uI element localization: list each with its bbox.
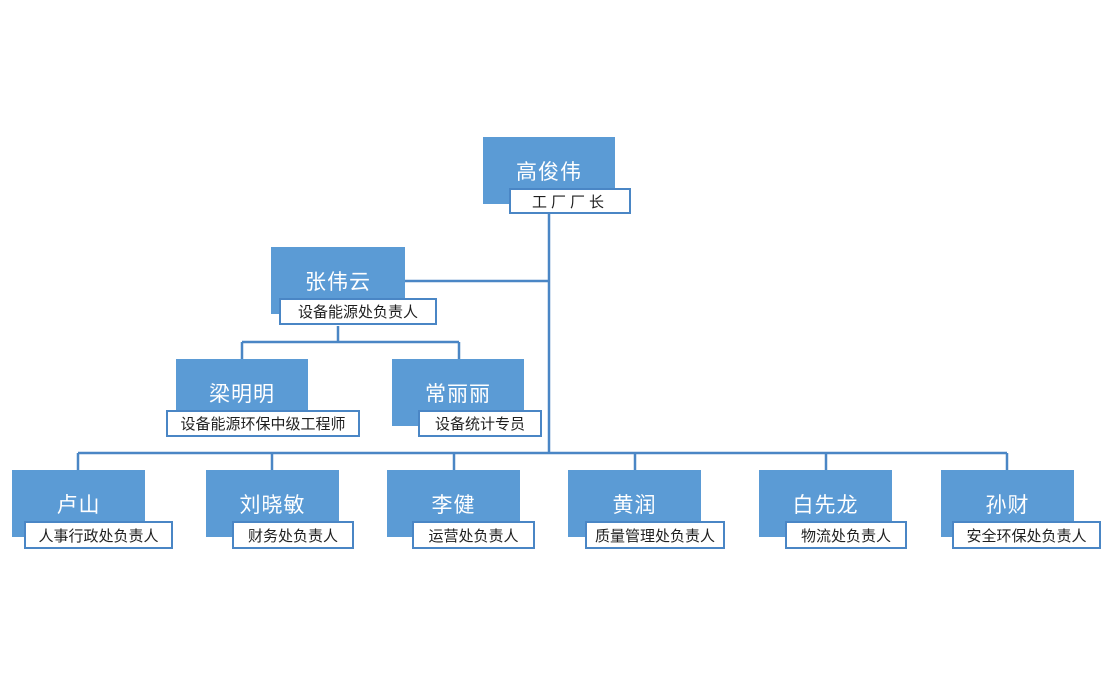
node-name: 高俊伟: [516, 159, 582, 184]
node-title: 设备统计专员: [418, 410, 542, 437]
node-title: 物流处负责人: [785, 521, 907, 549]
node-title: 工厂厂长: [509, 188, 631, 214]
node-title: 设备能源处负责人: [279, 298, 437, 325]
node-name: 黄润: [612, 492, 657, 517]
node-name: 张伟云: [305, 269, 371, 294]
node-name: 李健: [431, 492, 476, 517]
node-name: 孙财: [985, 492, 1030, 517]
node-title: 质量管理处负责人: [585, 521, 725, 549]
node-name: 刘晓敏: [239, 492, 306, 517]
node-name: 常丽丽: [425, 381, 491, 406]
node-name: 梁明明: [209, 381, 275, 406]
node-title: 安全环保处负责人: [952, 521, 1101, 549]
node-name: 卢山: [56, 492, 101, 517]
node-title: 财务处负责人: [232, 521, 354, 549]
node-title: 设备能源环保中级工程师: [166, 410, 360, 437]
node-name: 白先龙: [792, 492, 859, 517]
node-title: 人事行政处负责人: [24, 521, 173, 549]
node-title: 运营处负责人: [412, 521, 535, 549]
